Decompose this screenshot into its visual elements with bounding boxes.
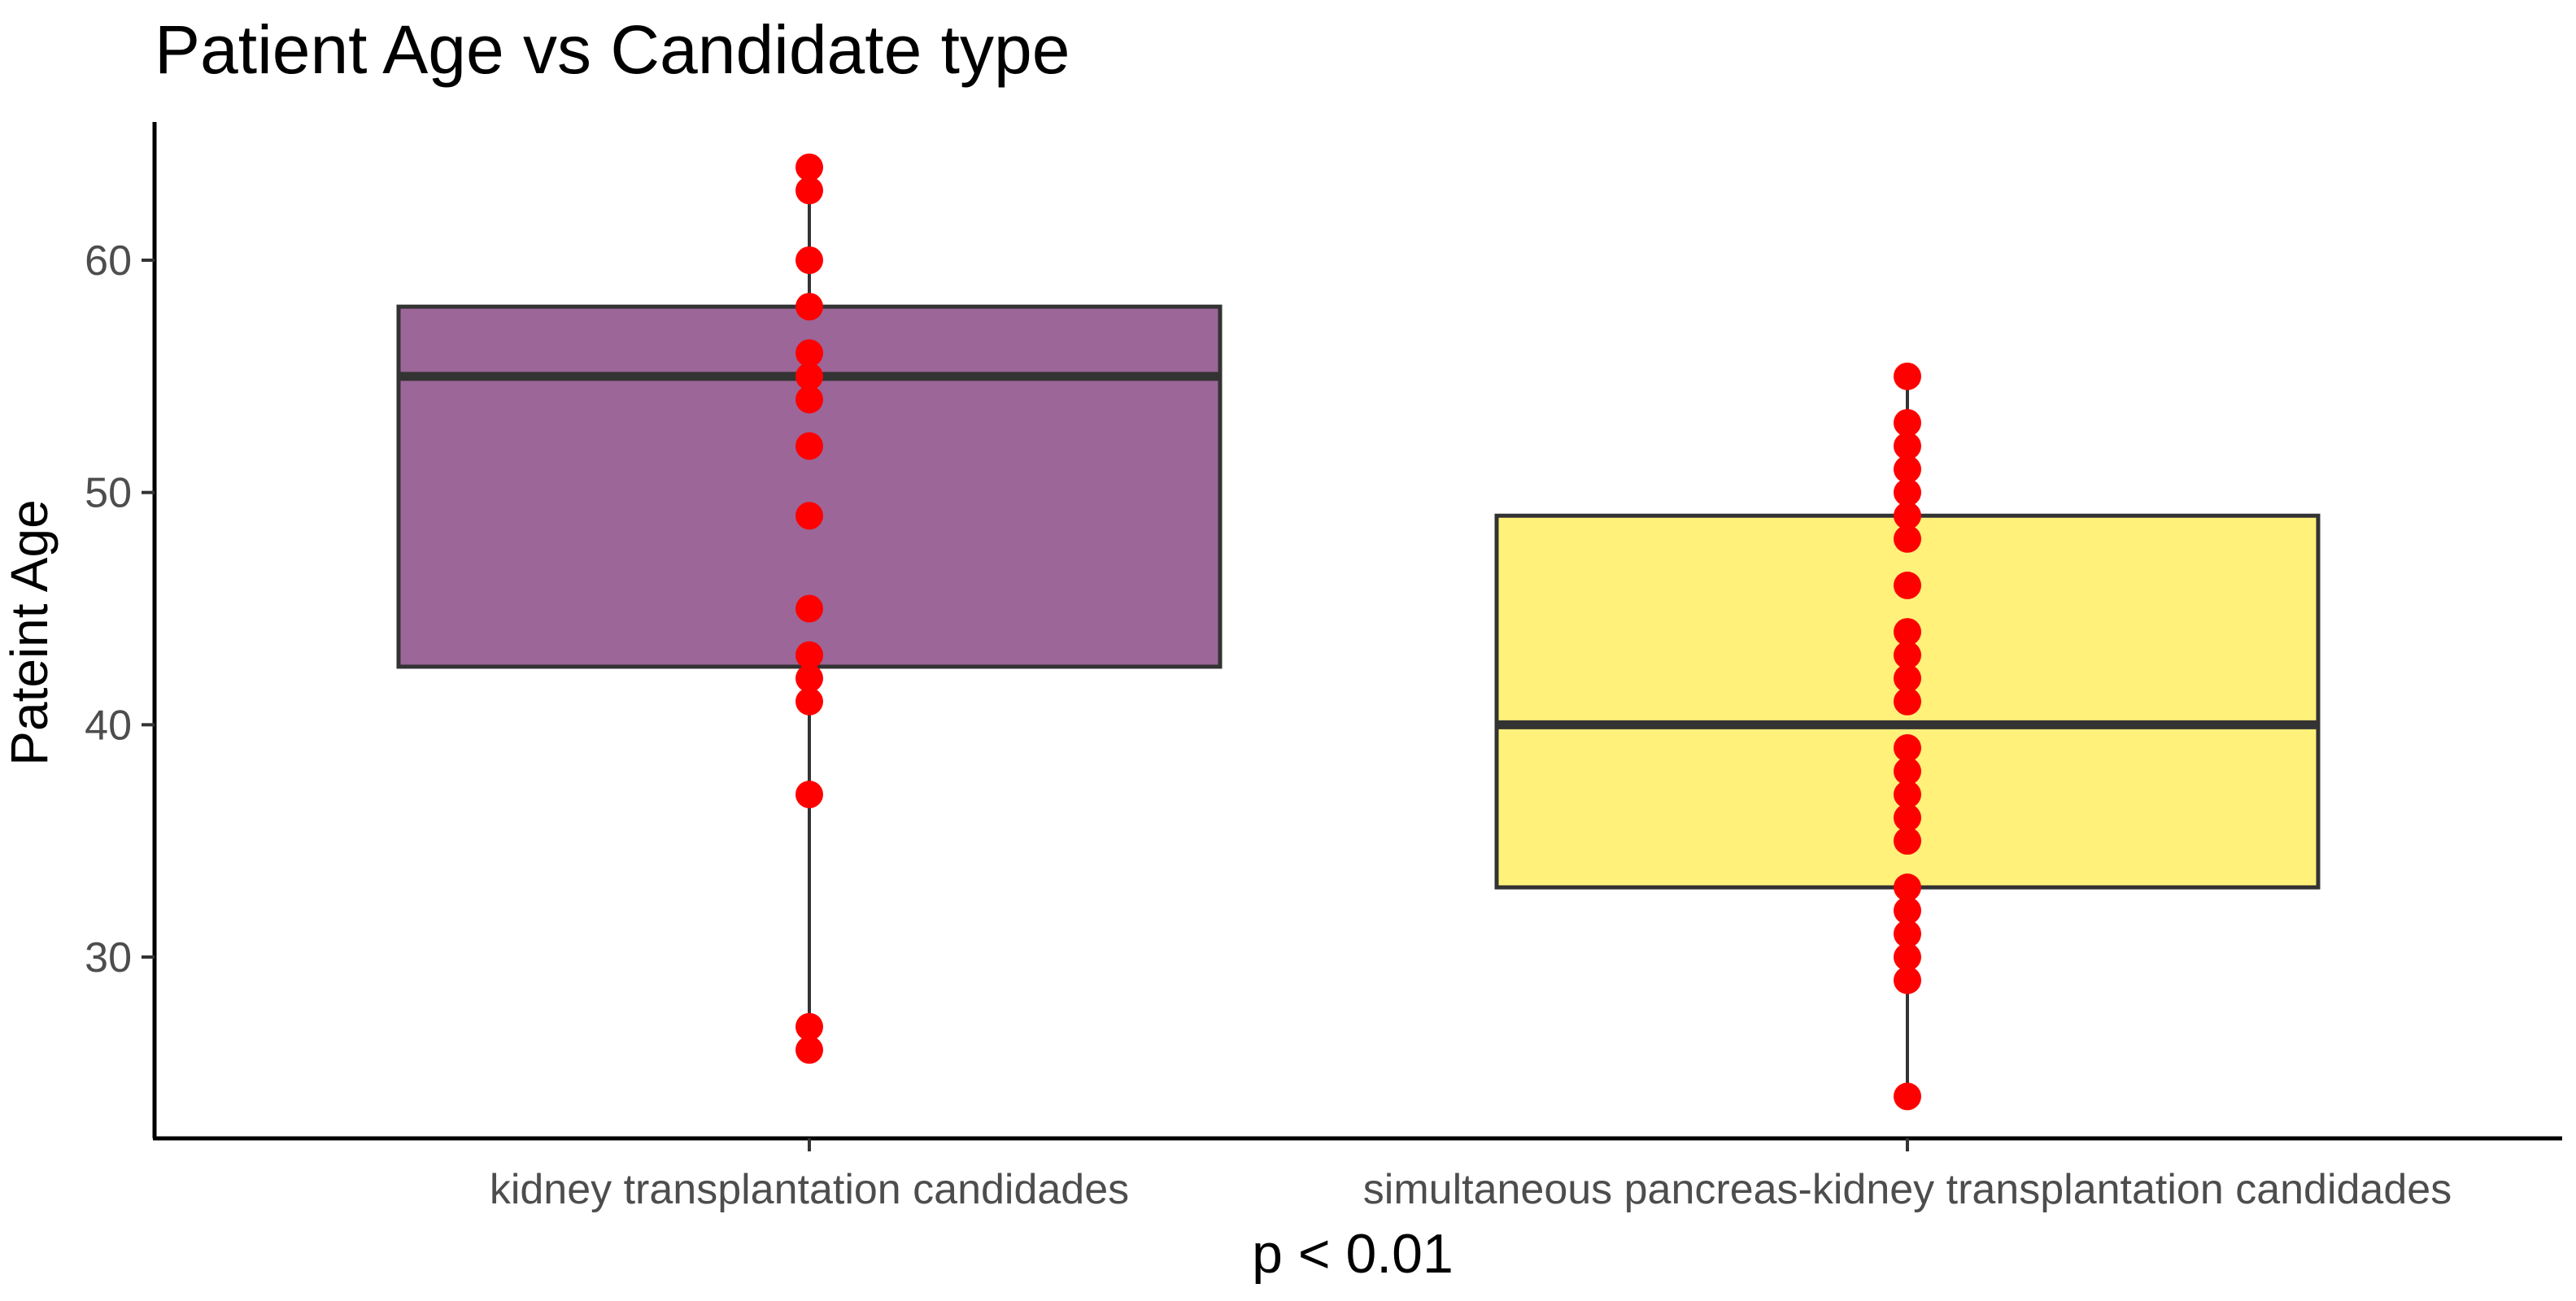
data-point xyxy=(1894,641,1921,669)
chart-title: Patient Age vs Candidate type xyxy=(155,11,1070,88)
x-tick-label: simultaneous pancreas-kidney transplanta… xyxy=(1363,1166,2452,1213)
data-point xyxy=(795,664,823,693)
y-axis-label: Pateint Age xyxy=(0,499,59,765)
data-point xyxy=(1894,896,1921,925)
y-tick-label: 60 xyxy=(85,237,132,285)
data-point xyxy=(795,293,823,321)
data-point xyxy=(795,362,823,390)
data-point xyxy=(1894,873,1921,902)
data-point xyxy=(795,687,823,716)
data-point xyxy=(1894,618,1921,646)
plot-area: 30 40 50 60 kidney transplantation candidade… xyxy=(85,122,2562,1213)
data-point xyxy=(1894,803,1921,832)
data-point xyxy=(1894,432,1921,460)
box-group-2 xyxy=(1494,362,2321,1111)
data-point xyxy=(1894,524,1921,553)
data-point xyxy=(1894,966,1921,994)
data-point xyxy=(1894,664,1921,693)
data-point xyxy=(1894,408,1921,437)
x-tick-label: kidney transplantation candidades xyxy=(490,1166,1129,1213)
data-point xyxy=(1894,757,1921,785)
data-point xyxy=(795,246,823,274)
y-tick-label: 30 xyxy=(85,934,132,981)
data-point xyxy=(1894,781,1921,809)
data-point xyxy=(1894,478,1921,507)
data-point xyxy=(795,594,823,623)
y-tick-label: 50 xyxy=(85,470,132,517)
data-point xyxy=(795,781,823,809)
data-point xyxy=(1894,733,1921,762)
y-tick-label: 40 xyxy=(85,702,132,749)
data-point xyxy=(795,385,823,414)
data-point xyxy=(1894,920,1921,948)
data-point xyxy=(1894,571,1921,599)
data-point xyxy=(1894,687,1921,716)
data-point xyxy=(1894,362,1921,390)
data-point xyxy=(795,641,823,669)
data-point xyxy=(795,1012,823,1041)
data-point xyxy=(795,502,823,530)
box-group-1 xyxy=(396,153,1223,1064)
data-point xyxy=(795,339,823,368)
data-point xyxy=(1894,455,1921,484)
data-point xyxy=(1894,502,1921,530)
data-point xyxy=(795,432,823,460)
data-point xyxy=(1894,943,1921,971)
data-point xyxy=(795,153,823,181)
x-axis-label: p < 0.01 xyxy=(1252,1223,1454,1285)
data-point xyxy=(795,176,823,205)
data-point xyxy=(1894,827,1921,855)
data-point xyxy=(795,1036,823,1064)
data-point xyxy=(1894,1082,1921,1111)
